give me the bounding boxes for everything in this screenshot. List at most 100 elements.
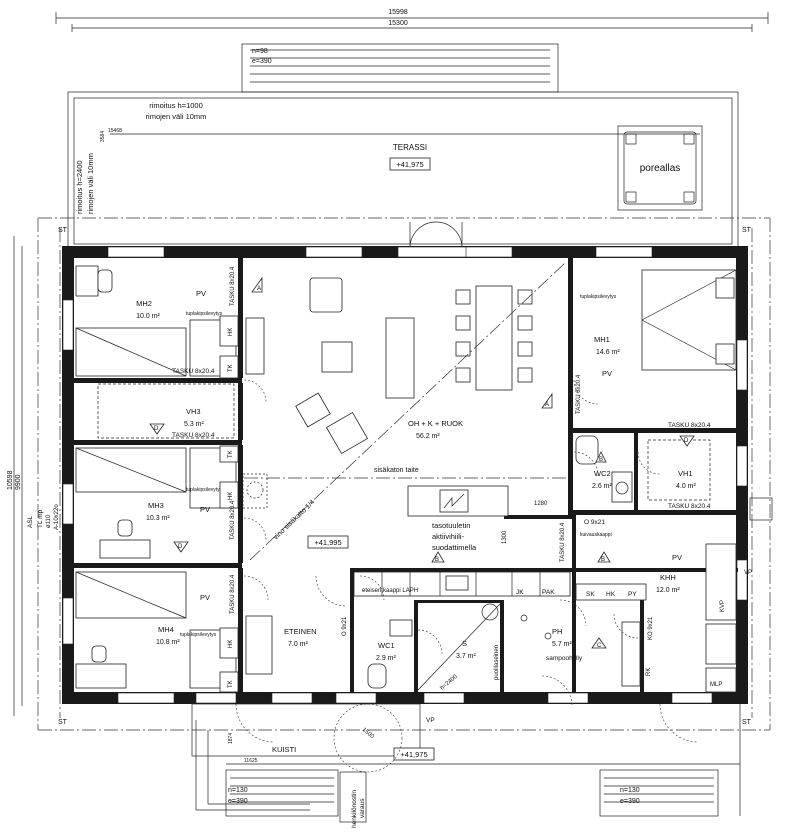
eteinen-area: 7.0 m² bbox=[288, 641, 309, 648]
ph-name: PH bbox=[552, 627, 562, 636]
vh3-tasku: TASKU 8x20.4 bbox=[172, 432, 215, 439]
vp-right: VP bbox=[744, 570, 752, 576]
top-dimensions: 15998 15300 bbox=[55, 9, 769, 32]
dim-1874: 1874 bbox=[228, 733, 234, 744]
dim-terrace: 15468 bbox=[108, 128, 122, 134]
step-br-n: n=130 bbox=[620, 787, 640, 794]
tasku-v2: TASKU 8x20.4 bbox=[230, 500, 236, 540]
sauna-room: S 3.7 m² puolilaseinen h=2400 bbox=[417, 603, 501, 692]
pak-label: PAK bbox=[542, 589, 555, 596]
o9x21-wc1: O 9x21 bbox=[342, 616, 348, 636]
puolilasi: puolilaseinen bbox=[494, 645, 500, 680]
corner-st-br: ST bbox=[742, 719, 752, 726]
mh2-area: 10.0 m² bbox=[136, 313, 160, 320]
mh3-name: MH3 bbox=[148, 501, 164, 510]
sisakaton-label: sisäkaton taite bbox=[374, 467, 419, 474]
vh1-name: VH1 bbox=[678, 469, 693, 478]
marker-c: C bbox=[597, 643, 602, 649]
mh4-pv: PV bbox=[200, 593, 210, 602]
vh1-area: 4.0 m² bbox=[676, 483, 697, 490]
marker-d-2: D bbox=[178, 544, 183, 550]
grid-lines bbox=[37, 217, 771, 731]
mh2-tasku: TASKU 8x20.4 bbox=[172, 368, 215, 375]
herkko-2: varaus bbox=[359, 798, 366, 818]
tasku-khh: TASKU 8x20.4 bbox=[560, 522, 566, 562]
interior-walls bbox=[74, 258, 738, 692]
mh1-pv: PV bbox=[602, 369, 612, 378]
marker-b-1: B bbox=[435, 557, 439, 563]
mh3-room: MH3 10.3 m² PV tuplakipsilevytys bbox=[75, 447, 237, 559]
corner-st-tl: ST bbox=[58, 227, 68, 234]
hk-1: HK bbox=[228, 328, 234, 336]
mh1-area: 14.6 m² bbox=[596, 349, 620, 356]
terrace-level: +41,975 bbox=[396, 160, 423, 169]
hot-tub-label: poreallas bbox=[640, 163, 681, 174]
left-label-tl: TL mp bbox=[37, 509, 44, 528]
marker-b-3: B bbox=[601, 557, 605, 563]
hk-3: HK bbox=[228, 640, 234, 648]
mh1-tupla: tuplakipsilevytys bbox=[580, 294, 617, 300]
dim-railing-h: 3584 bbox=[100, 131, 106, 142]
step-bl-e: e=390 bbox=[228, 798, 248, 805]
mh3-pv: PV bbox=[200, 505, 210, 514]
marker-a-2: A bbox=[545, 402, 549, 408]
eteinen-name: ETEINEN bbox=[284, 627, 317, 636]
mh3-tupla: tuplakipsilevytys bbox=[186, 487, 223, 493]
khh-room: KHH 12.0 m² PV SK HK PY MLP KVP VP kuiva… bbox=[560, 519, 752, 693]
living-name: OH + K + RUOK bbox=[408, 419, 463, 428]
dim-1500: 1500 bbox=[361, 727, 376, 741]
khh-pv: PV bbox=[672, 553, 682, 562]
sk-label: SK bbox=[586, 591, 595, 598]
mh1-tasku: TASKU 8x20.4 bbox=[668, 422, 711, 429]
marker-d-1: D bbox=[154, 426, 159, 432]
exterior-walls bbox=[62, 246, 773, 704]
kuisti-label: KUISTI bbox=[272, 745, 296, 754]
mlp-label: MLP bbox=[710, 682, 722, 688]
terrace-name: TERASSI bbox=[393, 143, 427, 152]
vh3-area: 5.3 m² bbox=[184, 421, 205, 428]
dim-11625: 11625 bbox=[244, 758, 258, 764]
hood-line-1: tasotuuletin bbox=[432, 521, 470, 530]
mh2-pv: PV bbox=[196, 289, 206, 298]
dim-1280: 1280 bbox=[534, 501, 548, 507]
eteinen-room: ETEINEN 7.0 m² bbox=[245, 615, 317, 675]
o9x21-khh: O 9x21 bbox=[584, 519, 605, 526]
eteinen-kaapit: eteisen kaappi LAPH bbox=[362, 588, 418, 594]
mh2-name: MH2 bbox=[136, 299, 152, 308]
railing-side-2: rimojen väli 10mm bbox=[86, 153, 95, 214]
section-markers: A A B B B C D D D bbox=[149, 276, 695, 649]
tasku-v3: TASKU 8x20.4 bbox=[230, 574, 236, 614]
dim-left-overall: 10598 bbox=[7, 470, 14, 490]
closets-left: HK TK TK HK HK TK TASKU 8x20.4 TASKU 8x2… bbox=[219, 266, 239, 693]
mh4-area: 10.8 m² bbox=[156, 639, 180, 646]
porch-level: +41,975 bbox=[400, 750, 427, 759]
mh4-name: MH4 bbox=[158, 625, 174, 634]
rk-label: RK bbox=[646, 668, 652, 676]
left-dimensions: 10598 9900 ASL TL mp ø110 A-10x22o bbox=[7, 236, 60, 716]
ko9x21: KO 9x21 bbox=[648, 616, 654, 640]
corner-st-bl: ST bbox=[58, 719, 68, 726]
dim-overall-width: 15998 bbox=[388, 9, 408, 16]
h2400: h=2400 bbox=[439, 674, 459, 692]
dim-inner-width: 15300 bbox=[388, 20, 408, 27]
s-area: 3.7 m² bbox=[456, 653, 477, 660]
tk-3: TK bbox=[228, 680, 234, 688]
left-label-asl: ASL bbox=[27, 515, 34, 528]
mh2-tupla: tuplakipsilevytys bbox=[186, 311, 223, 317]
wc1-room: WC1 2.9 m² O 9x21 bbox=[342, 616, 413, 689]
kuivauskaappi: kuivauskaappi bbox=[580, 532, 612, 538]
railing-side-1: rimoitus h=2400 bbox=[75, 160, 84, 214]
s-name: S bbox=[462, 639, 467, 648]
railing-top-2: rimojen väli 10mm bbox=[146, 112, 207, 121]
wc1-area: 2.9 m² bbox=[376, 655, 397, 662]
wc2-name: WC2 bbox=[594, 469, 611, 478]
vh1-tasku: TASKU 8x20.4 bbox=[668, 503, 711, 510]
tk-2: TK bbox=[228, 450, 234, 458]
vp-bottom: VP bbox=[426, 717, 435, 724]
railing-top-1: rimoitus h=1000 bbox=[149, 101, 203, 110]
ph-room: PH 5.7 m² sampoohylly KO 9x21 RK bbox=[520, 614, 654, 687]
mh4-room: MH4 10.8 m² PV tuplakipsilevytys bbox=[75, 571, 237, 689]
left-label-pipe: ø110 bbox=[46, 514, 52, 528]
hood-line-3: suodattimella bbox=[432, 543, 477, 552]
